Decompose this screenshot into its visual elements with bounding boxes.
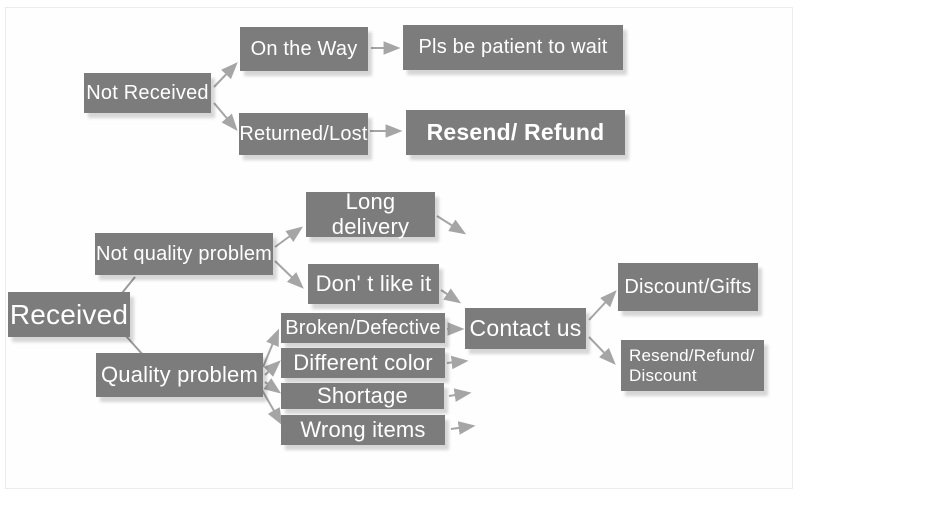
node-not-received: Not Received — [84, 73, 211, 113]
edge-not-quality-problem-to-long-delivery — [274, 226, 304, 248]
edge-different-color-to-contact-us — [446, 355, 469, 370]
edge-received-to-not-quality-problem — [121, 276, 136, 294]
edge-received-to-quality-problem — [125, 335, 144, 356]
edge-not-received-to-returned-lost — [213, 102, 238, 131]
node-quality-problem: Quality problem — [96, 353, 263, 397]
node-on-the-way: On the Way — [240, 27, 368, 71]
edge-long-delivery-to-contact-us — [436, 215, 467, 235]
edge-quality-problem-to-wrong-items — [261, 389, 283, 426]
node-broken-defective: Broken/Defective — [281, 313, 445, 343]
node-not-quality-problem: Not quality problem — [95, 233, 273, 275]
edge-contact-us-to-discount-gifts — [588, 290, 617, 321]
node-received: Received — [8, 292, 130, 337]
edge-quality-problem-to-broken-defective — [262, 328, 279, 368]
node-long-delivery: Long delivery — [306, 189, 435, 238]
edge-not-received-to-on-the-way — [213, 62, 238, 88]
node-resend-refund-discount: Resend/Refund/ Discount — [621, 340, 764, 391]
edge-quality-problem-to-different-color — [263, 360, 281, 377]
edge-quality-problem-to-shortage — [263, 378, 282, 394]
node-shortage: Shortage — [281, 383, 444, 409]
edge-shortage-to-contact-us — [448, 388, 472, 402]
edge-dont-like-it-to-contact-us — [440, 288, 462, 304]
node-dont-like-it: Don' t like it — [308, 264, 439, 304]
node-returned-lost: Returned/Lost — [239, 113, 368, 155]
node-resend-refund: Resend/ Refund — [406, 110, 625, 155]
node-discount-gifts: Discount/Gifts — [618, 263, 758, 311]
node-contact-us: Contact us — [465, 308, 586, 349]
node-pls-be-patient-to-wait: Pls be patient to wait — [403, 25, 623, 70]
edge-contact-us-to-resend-refund-discount — [588, 336, 616, 365]
node-different-color: Different color — [281, 348, 445, 378]
node-wrong-items: Wrong items — [281, 415, 445, 445]
edge-not-quality-problem-to-dont-like-it — [274, 260, 304, 289]
edge-wrong-items-to-contact-us — [450, 421, 476, 435]
